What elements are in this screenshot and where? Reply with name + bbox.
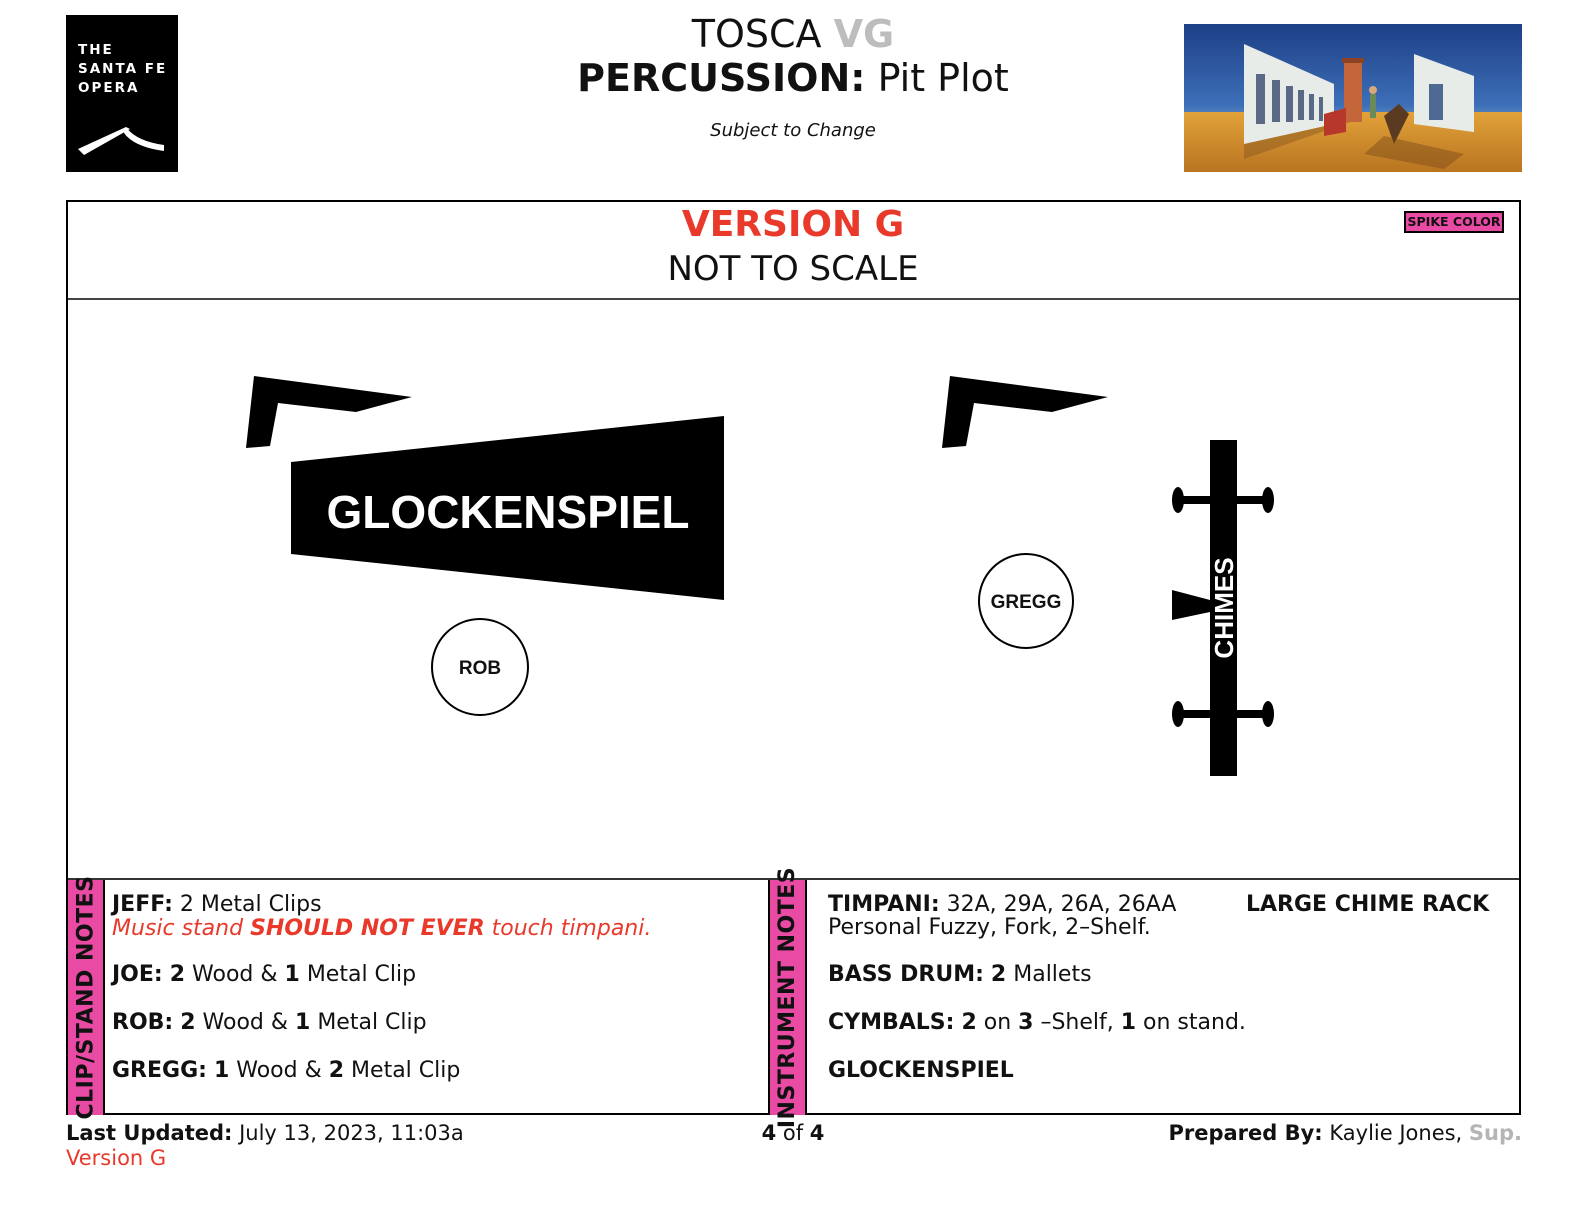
clip-stand-notes-tab: CLIP/STAND NOTES xyxy=(68,875,105,1120)
santa-fe-opera-logo: THE SANTA FE OPERA xyxy=(66,15,178,172)
document-title: PERCUSSION: Pit Plot xyxy=(577,56,1009,100)
notes-divider xyxy=(68,878,1519,880)
note-glockenspiel: GLOCKENSPIEL xyxy=(828,1058,1014,1083)
last-updated: Last Updated: July 13, 2023, 11:03a xyxy=(66,1121,464,1145)
player-gregg-label: GREGG xyxy=(991,592,1062,613)
chimes-label: CHIMES xyxy=(1209,557,1239,658)
version-heading: VERSION G xyxy=(681,204,905,245)
chimes-rack xyxy=(1172,440,1274,776)
note-timpani: TIMPANI: 32A, 29A, 26A, 26AA xyxy=(828,892,1177,917)
footer-version: Version G xyxy=(66,1146,167,1170)
player-rob-label: ROB xyxy=(459,658,501,679)
subtitle: Subject to Change xyxy=(710,120,876,141)
scale-note: NOT TO SCALE xyxy=(667,249,919,289)
note-joe: JOE: 2 Wood & 1 Metal Clip xyxy=(112,962,417,987)
production-artwork xyxy=(1184,24,1522,172)
logo-wordmark: THE SANTA FE OPERA xyxy=(78,42,168,96)
instrument-notes-tab: INSTRUMENT NOTES xyxy=(768,867,807,1128)
music-stand-left xyxy=(246,376,412,448)
note-gregg: GREGG: 1 Wood & 2 Metal Clip xyxy=(112,1058,461,1083)
page-number: 4 of 4 xyxy=(761,1121,825,1145)
prepared-by: Prepared By: Kaylie Jones, Sup. xyxy=(1168,1121,1522,1145)
player-rob xyxy=(431,618,529,716)
note-timpani-detail: Personal Fuzzy, Fork, 2–Shelf. xyxy=(828,915,1151,940)
note-rob: ROB: 2 Wood & 1 Metal Clip xyxy=(112,1010,427,1035)
logo-swoosh-icon xyxy=(78,127,164,155)
note-bass-drum: BASS DRUM: 2 Mallets xyxy=(828,962,1092,987)
pit-plot-diagram: GLOCKENSPIEL ROB GREGG CHIMES xyxy=(246,376,1274,776)
note-cymbals: CYMBALS: 2 on 3 –Shelf, 1 on stand. xyxy=(828,1010,1246,1035)
glockenspiel-label: GLOCKENSPIEL xyxy=(327,486,690,538)
glockenspiel-shape xyxy=(291,416,724,600)
note-chime-rack: LARGE CHIME RACK xyxy=(1246,892,1490,917)
music-stand-right xyxy=(942,376,1108,448)
note-warning: Music stand SHOULD NOT EVER touch timpan… xyxy=(112,916,652,941)
player-gregg xyxy=(978,553,1074,649)
note-jeff: JEFF: 2 Metal Clips xyxy=(112,892,322,917)
spike-color-swatch: SPIKE COLOR xyxy=(1404,211,1504,233)
header-divider xyxy=(68,298,1519,300)
production-title: TOSCA VG xyxy=(691,12,895,56)
